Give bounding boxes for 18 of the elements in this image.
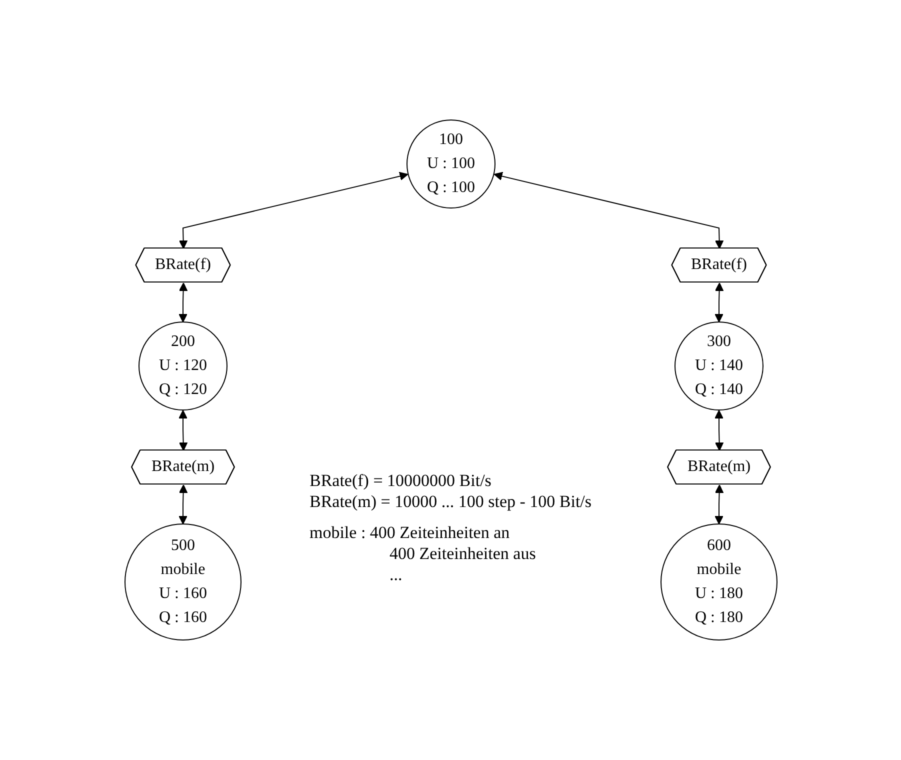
rate-note: BRate(m) = 10000 ... 100 step - 100 Bit/s xyxy=(309,491,592,512)
node-circle: 600 mobile U : 180 Q : 180 xyxy=(660,524,777,640)
node-circle: 300 U : 140 Q : 140 xyxy=(674,322,763,410)
arrow xyxy=(493,172,724,249)
arrow xyxy=(714,484,724,524)
arrow xyxy=(178,282,188,322)
mobile-note: 400 Zeiteinheiten aus xyxy=(388,543,537,564)
arrow xyxy=(178,484,188,524)
arrow xyxy=(714,282,724,322)
arrow xyxy=(714,410,724,451)
arrow xyxy=(178,410,188,451)
arrow xyxy=(178,172,408,249)
node-circle: 100 U : 100 Q : 100 xyxy=(406,120,495,208)
mobile-note: mobile : 400 Zeiteinheiten an xyxy=(309,522,511,543)
node-circle: 200 U : 120 Q : 120 xyxy=(138,322,227,410)
rate-note: BRate(f) = 10000000 Bit/s xyxy=(309,470,492,491)
mobile-note: ... xyxy=(388,564,404,585)
node-circle: 500 mobile U : 160 Q : 160 xyxy=(124,524,241,640)
